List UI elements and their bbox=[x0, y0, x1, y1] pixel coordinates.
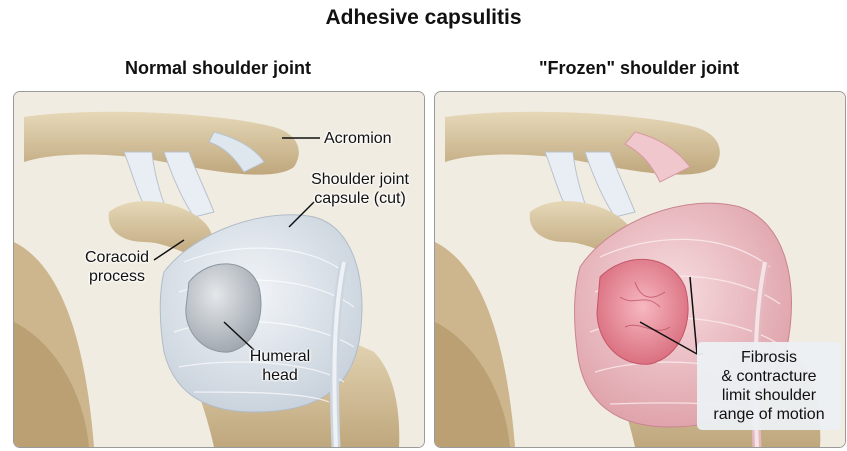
normal-shoulder-panel: Acromion Shoulder joint capsule (cut) Co… bbox=[13, 91, 425, 448]
frozen-shoulder-panel: Fibrosis & contracture limit shoulder ra… bbox=[434, 91, 846, 448]
inflamed-synovium bbox=[597, 259, 688, 364]
normal-panel-heading: Normal shoulder joint bbox=[13, 58, 423, 79]
fibrosis-callout: Fibrosis & contracture limit shoulder ra… bbox=[697, 342, 841, 430]
diagram-title: Adhesive capsulitis bbox=[0, 6, 847, 30]
coracoid-label: Coracoid process bbox=[72, 248, 162, 286]
acromion-label: Acromion bbox=[324, 129, 392, 148]
humeral-head bbox=[186, 264, 261, 352]
humeral-head-label: Humeral head bbox=[242, 347, 318, 385]
frozen-panel-heading: "Frozen" shoulder joint bbox=[434, 58, 844, 79]
capsule-label: Shoulder joint capsule (cut) bbox=[296, 170, 424, 208]
